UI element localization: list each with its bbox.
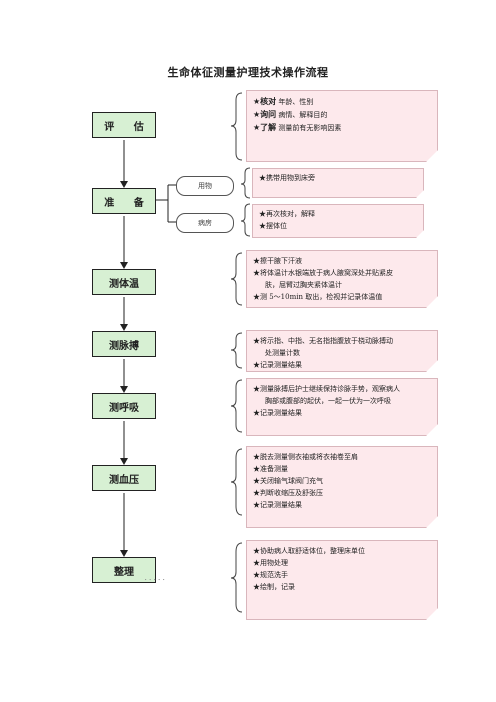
note-blood-pressure-line: ★关闭输气球阀门充气 <box>253 477 323 485</box>
step-tidy-label: 整理 <box>114 566 134 578</box>
branch-ward: 病房 <box>176 213 234 233</box>
step-pulse: 测脉搏 <box>92 331 156 357</box>
step-respiration-label: 测呼吸 <box>109 402 139 414</box>
step-blood-pressure: 测血压 <box>92 465 156 491</box>
note-temperature-line: 肤，屈臂过胸夹紧体温计 <box>265 281 342 289</box>
step-tidy: 整理 <box>92 557 156 583</box>
note-temperature-line: ★测 5～10min 取出，检视并记录体温值 <box>253 293 383 301</box>
step-prepare: 准 备 <box>92 188 156 214</box>
branch-supplies: 用物 <box>176 176 234 196</box>
step-blood-pressure-label: 测血压 <box>109 474 139 486</box>
understand-label: 了解 <box>260 122 277 132</box>
note-temperature-line: ★擦干腋下汗液 <box>253 257 302 265</box>
note-blood-pressure-line: ★判断收缩压及舒张压 <box>253 489 323 497</box>
note-blood-pressure-line: ★记录测量结果 <box>253 501 302 509</box>
page-title: 生命体征测量护理技术操作流程 <box>167 66 329 79</box>
step-pulse-label: 测脉搏 <box>109 340 139 352</box>
note-assess-line-3: ★了解 测量前有无影响因素 <box>253 122 342 132</box>
note-tidy-line: ★协助病人取舒适体位，整理床单位 <box>253 547 365 555</box>
ask-text: 病情、解释目的 <box>278 111 328 119</box>
note-respiration-line: ★记录测量结果 <box>253 409 302 417</box>
note-pulse-line: 处测量计数 <box>265 349 300 357</box>
note-ward-line: ★摆体位 <box>259 222 287 230</box>
check-text: 年龄、性别 <box>278 98 314 106</box>
note-supplies: ★携带用物到床旁 <box>252 168 424 198</box>
step-temperature: 测体温 <box>92 269 156 295</box>
note-blood-pressure: ★脱去测量侧衣袖或将衣袖卷至肩 ★准备测量 ★关闭输气球阀门充气 ★判断收缩压及… <box>246 446 438 528</box>
understand-text: 测量前有无影响因素 <box>278 124 342 132</box>
note-temperature-line: ★将体温计水银端放于病人腋窝深处并贴紧皮 <box>253 269 393 277</box>
note-respiration-line: 胸部或腹部的起伏，一起一伏为一次呼吸 <box>265 397 391 405</box>
note-pulse-line: ★记录测量结果 <box>253 361 302 369</box>
note-pulse-line: ★将示指、中指、无名指指腹放于桡动脉搏动 <box>253 337 393 345</box>
note-tidy-line: ★用物处理 <box>253 559 288 567</box>
step-prepare-label: 准 备 <box>104 197 152 209</box>
note-respiration: ★测量脉搏后护士继续保持诊脉手势，观察病人 胸部或腹部的起伏，一起一伏为一次呼吸… <box>246 378 438 436</box>
note-tidy-line: ★规范洗手 <box>253 571 288 579</box>
note-ward-line: ★再次核对，解释 <box>259 210 315 218</box>
step-assess-label: 评 估 <box>104 121 152 133</box>
note-assess-line-1: ★核对 年龄、性别 <box>253 96 314 106</box>
step-respiration: 测呼吸 <box>92 393 156 419</box>
note-respiration-line: ★测量脉搏后护士继续保持诊脉手势，观察病人 <box>253 385 400 393</box>
note-blood-pressure-line: ★准备测量 <box>253 465 288 473</box>
note-supplies-line: ★携带用物到床旁 <box>259 174 315 182</box>
note-ward: ★再次核对，解释 ★摆体位 <box>252 204 424 238</box>
note-assess-line-2: ★询问 病情、解释目的 <box>253 109 328 119</box>
ask-label: 询问 <box>260 109 277 119</box>
note-pulse: ★将示指、中指、无名指指腹放于桡动脉搏动 处测量计数 ★记录测量结果 <box>246 330 438 372</box>
check-label: 核对 <box>260 96 277 106</box>
note-tidy: ★协助病人取舒适体位，整理床单位 ★用物处理 ★规范洗手 ★绘制，记录 <box>246 540 438 620</box>
note-temperature: ★擦干腋下汗液 ★将体温计水银端放于病人腋窝深处并贴紧皮 肤，屈臂过胸夹紧体温计… <box>246 250 438 308</box>
note-blood-pressure-line: ★脱去测量侧衣袖或将衣袖卷至肩 <box>253 453 358 461</box>
step-assess: 评 估 <box>92 112 156 138</box>
step-temperature-label: 测体温 <box>109 278 139 290</box>
step-tidy-trail: ．．．．． <box>144 574 170 582</box>
note-tidy-line: ★绘制，记录 <box>253 583 295 591</box>
note-assess: ★核对 年龄、性别 ★询问 病情、解释目的 ★了解 测量前有无影响因素 <box>246 90 438 162</box>
